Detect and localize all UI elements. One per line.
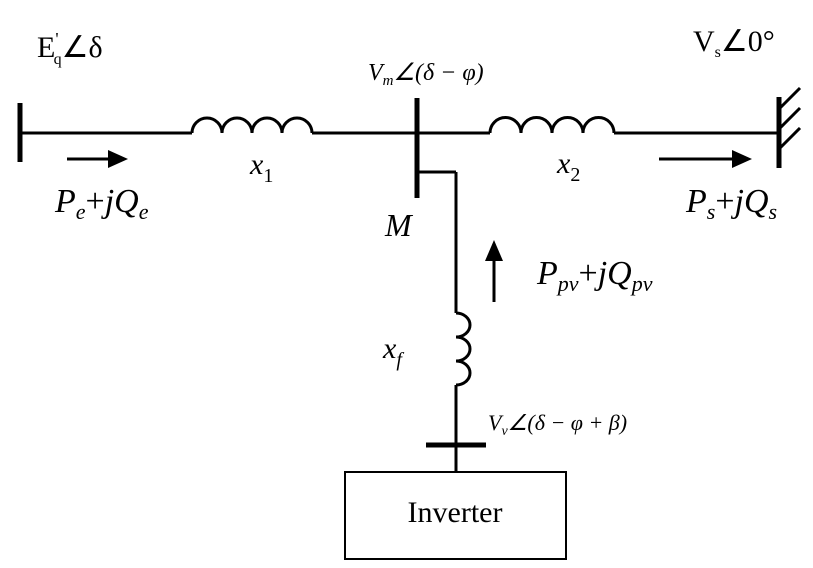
arrow-pe: [67, 150, 128, 168]
inverter-label: Inverter: [408, 496, 503, 529]
reactor-x2: [488, 116, 616, 134]
arrow-ppv: [485, 240, 503, 302]
reactance-x1-label: x1: [249, 148, 273, 187]
inverter-box: [344, 471, 567, 560]
power-pe-label: Pe+jQe: [54, 183, 149, 224]
reactor-x1: [190, 116, 314, 134]
arrow-ps: [659, 150, 752, 168]
ground-hatch: [777, 86, 802, 151]
midpoint-voltage-label: Vm∠(δ − φ): [368, 60, 484, 89]
reactor-xf: [455, 311, 472, 387]
source-voltage-label: E'q∠δ: [37, 29, 103, 68]
node-m-label: M: [384, 207, 414, 243]
infinite-bus-voltage-label: Vs∠0°: [693, 25, 775, 61]
power-ppv-label: Ppv+jQpv: [536, 255, 653, 296]
inverter-voltage-label: Vv∠(δ − φ + β): [488, 410, 627, 439]
reactance-xf-label: xf: [382, 332, 404, 371]
reactance-x2-label: x2: [556, 147, 580, 186]
power-ps-label: Ps+jQs: [685, 183, 777, 224]
